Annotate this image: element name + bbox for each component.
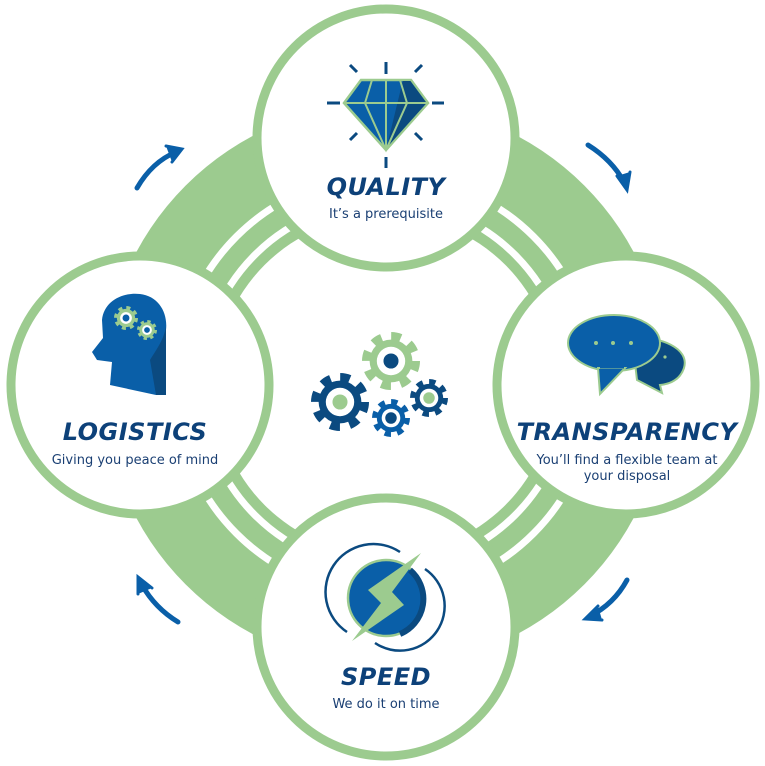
gear-icon xyxy=(361,331,420,390)
gear-icon xyxy=(372,399,411,438)
arrow-icon xyxy=(134,144,185,191)
speed-title: SPEED xyxy=(340,663,432,691)
arrow-icon xyxy=(136,573,181,625)
gears-icon xyxy=(310,331,449,438)
quality-subtitle: It’s a prerequisite xyxy=(328,207,444,222)
transparency-title: TRANSPARENCY xyxy=(516,418,738,446)
speed-subtitle: We do it on time xyxy=(332,697,440,712)
gear-icon xyxy=(136,319,157,340)
lightning-clock-icon xyxy=(324,542,446,652)
speech-bubbles-icon xyxy=(567,314,686,397)
transparency-circle xyxy=(492,251,760,519)
gear-icon xyxy=(114,305,138,330)
diamond-icon xyxy=(327,62,444,168)
quality-title: QUALITY xyxy=(326,173,446,201)
transparency-subtitle: You’ll find a flexible team at your disp… xyxy=(536,453,718,484)
arrow-icon xyxy=(581,577,630,622)
logistics-title: LOGISTICS xyxy=(62,418,208,446)
logistics-subtitle: Giving you peace of mind xyxy=(51,453,219,468)
gear-icon xyxy=(410,379,449,418)
arrow-icon xyxy=(585,142,632,194)
head-gears-icon xyxy=(92,293,167,395)
gear-icon xyxy=(310,372,369,431)
